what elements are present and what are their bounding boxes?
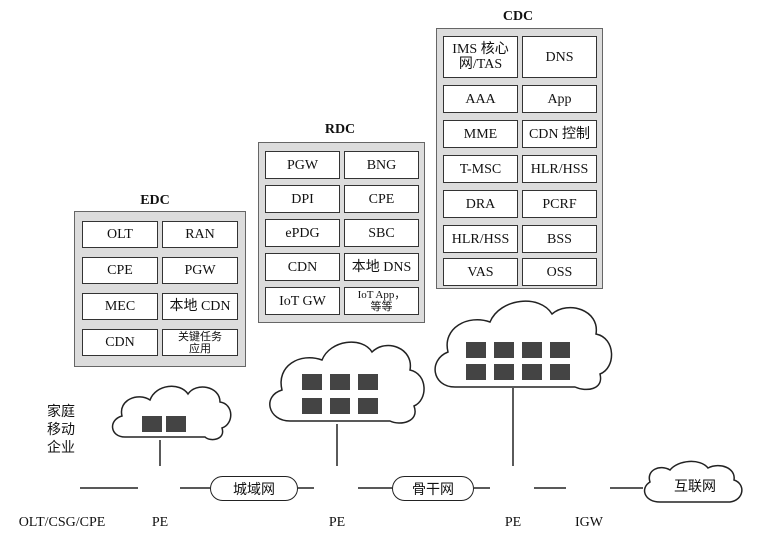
pe1-label: PE [151, 515, 169, 530]
edc-cell-olt: OLT [82, 221, 158, 248]
edc-cell-cdn: CDN [82, 329, 158, 356]
access-device-label: OLT/CSG/CPE [18, 515, 106, 530]
edc-cell-ran: RAN [162, 221, 238, 248]
rdc-cell-cpe: CPE [344, 185, 419, 213]
access-users-label: 家庭 移动 企业 [47, 405, 75, 456]
metro-network: 城域网 [210, 476, 298, 501]
cdc-cell-ims: IMS 核心 网/TAS [443, 36, 518, 78]
cdc-cell-dns: DNS [522, 36, 597, 78]
edc-cell-mec: MEC [82, 293, 158, 320]
internet-label: 互联网 [674, 480, 716, 495]
cdc-cell-hlr-hss-2: HLR/HSS [443, 225, 518, 253]
cdc-cell-bss: BSS [522, 225, 597, 253]
rdc-title: RDC [324, 122, 356, 137]
edc-cell-local-cdn: 本地 CDN [162, 293, 238, 320]
rdc-cell-bng: BNG [344, 151, 419, 179]
backbone-network: 骨干网 [392, 476, 474, 501]
cdc-cell-dra: DRA [443, 190, 518, 218]
edc-cell-pgw: PGW [162, 257, 238, 284]
cdc-title: CDC [502, 9, 534, 24]
rdc-cell-sbc: SBC [344, 219, 419, 247]
rdc-cell-cdn: CDN [265, 253, 340, 281]
pe2-label: PE [328, 515, 346, 530]
cdc-cell-cdn-control: CDN 控制 [522, 120, 597, 148]
edc-cell-cpe: CPE [82, 257, 158, 284]
edc-cell-mission-critical: 关键任务 应用 [162, 329, 238, 356]
cdc-cell-hlr-hss-1: HLR/HSS [522, 155, 597, 183]
rdc-cell-dpi: DPI [265, 185, 340, 213]
cdc-cell-aaa: AAA [443, 85, 518, 113]
cdc-cell-mme: MME [443, 120, 518, 148]
cdc-cell-oss: OSS [522, 258, 597, 286]
cdc-cell-t-msc: T-MSC [443, 155, 518, 183]
igw-label: IGW [575, 515, 603, 530]
access-device [34, 468, 80, 508]
pe3-label: PE [504, 515, 522, 530]
rdc-cell-local-dns: 本地 DNS [344, 253, 419, 281]
edc-title: EDC [140, 193, 170, 208]
rdc-panel: PGW BNG DPI CPE ePDG SBC CDN 本地 DNS IoT … [258, 142, 425, 323]
rdc-cell-iot-gw: IoT GW [265, 287, 340, 315]
cdc-cell-vas: VAS [443, 258, 518, 286]
rdc-cell-epdg: ePDG [265, 219, 340, 247]
cdc-panel: IMS 核心 网/TAS DNS AAA App MME CDN 控制 T-MS… [436, 28, 603, 289]
rdc-cell-pgw: PGW [265, 151, 340, 179]
cdc-cell-app: App [522, 85, 597, 113]
rdc-cell-iot-app: IoT App， 等等 [344, 287, 419, 315]
edc-panel: OLT RAN CPE PGW MEC 本地 CDN CDN 关键任务 应用 [74, 211, 246, 367]
cdc-cell-pcrf: PCRF [522, 190, 597, 218]
internet-cloud [643, 460, 743, 503]
